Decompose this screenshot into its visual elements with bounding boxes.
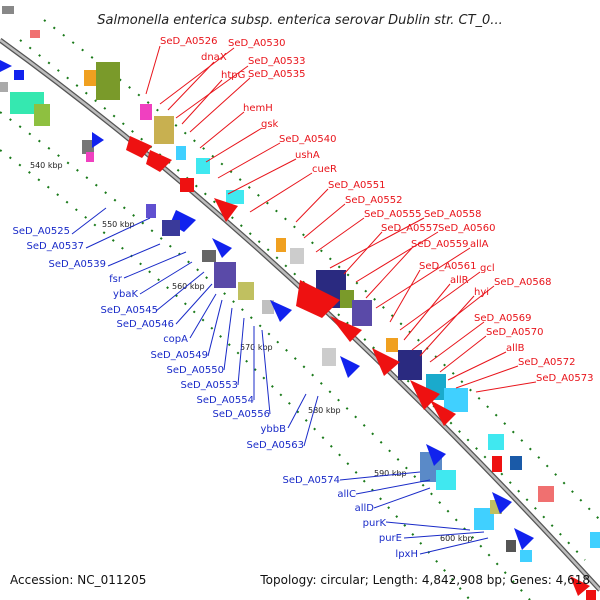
gene-label: SeD_A0560 [438, 223, 496, 234]
gene-label: ushA [295, 150, 320, 161]
gene-label: SeD_A0568 [494, 277, 552, 288]
gene-label: ybbB [261, 424, 287, 435]
leader-lines-plus [145, 45, 537, 393]
gene-label: SeD_A0530 [228, 38, 286, 49]
gene-label: SeD_A0574 [283, 475, 341, 486]
gene-label: gcl [480, 263, 495, 274]
gene-label: SeD_A0570 [486, 327, 544, 338]
gene-label: SeD_A0558 [424, 209, 482, 220]
accession-text: Accession: NC_011205 [10, 573, 146, 587]
gene-label: SeD_A0563 [247, 440, 305, 451]
gene-label: copA [163, 334, 188, 345]
gene-label: SeD_A0540 [279, 134, 337, 145]
gene-label: SeD_A0539 [49, 259, 107, 270]
gene-label: allR [450, 275, 469, 286]
gene-label: SeD_A0546 [117, 319, 175, 330]
scale-ticks: 540 kbp 550 kbp 560 kbp 570 kbp 580 kbp … [30, 161, 473, 543]
tick-label: 550 kbp [102, 220, 135, 229]
gene-label: SeD_A0555 [364, 209, 422, 220]
gene-label: SeD_A0561 [419, 261, 477, 272]
minus-gene-labels: SeD_A0525 SeD_A0537 SeD_A0539 fsr ybaK S… [13, 226, 419, 560]
feature-glyphs [0, 6, 600, 600]
plus-gene-labels: SeD_A0526 SeD_A0530 dnaX SeD_A0533 htpG … [160, 36, 594, 384]
gene-label: SeD_A0551 [328, 180, 386, 191]
gene-label: allA [470, 239, 489, 250]
gene-label: SeD_A0535 [248, 69, 306, 80]
gene-label: purK [363, 518, 387, 529]
tick-label: 540 kbp [30, 161, 63, 170]
gene-label: allB [506, 343, 525, 354]
gene-label: SeD_A0557 [381, 223, 439, 234]
leader-lines-minus [71, 207, 489, 555]
genome-backbone [0, 37, 600, 592]
tick-label: 590 kbp [374, 469, 407, 478]
dotted-tracks [0, 19, 600, 600]
tick-label: 570 kbp [240, 343, 273, 352]
tick-label: 580 kbp [308, 406, 341, 415]
gene-label: hyi [474, 287, 489, 298]
tick-label: 600 kbp [440, 534, 473, 543]
gene-label: SeD_A0526 [160, 36, 218, 47]
gene-label: SeD_A0556 [213, 409, 271, 420]
gene-label: cueR [312, 164, 337, 175]
gene-label: SeD_A0552 [345, 195, 403, 206]
gene-label: SeD_A0559 [411, 239, 469, 250]
gene-label: SeD_A0549 [151, 350, 209, 361]
gene-label: SeD_A0525 [13, 226, 71, 237]
gene-label: SeD_A0554 [197, 395, 255, 406]
gene-label: SeD_A0553 [181, 380, 239, 391]
gene-label: ybaK [113, 289, 138, 300]
gene-label: hemH [243, 103, 273, 114]
gene-label: SeD_A0573 [536, 373, 594, 384]
gene-label: SeD_A0533 [248, 56, 306, 67]
gene-label: SeD_A0550 [167, 365, 225, 376]
map-title: Salmonella enterica subsp. enterica sero… [97, 13, 502, 28]
gene-label: htpG [221, 70, 245, 81]
gene-label: SeD_A0569 [474, 313, 532, 324]
gene-label: fsr [109, 274, 123, 285]
gene-label: SeD_A0545 [101, 305, 159, 316]
gene-label: allD [355, 503, 375, 514]
gene-label: SeD_A0572 [518, 357, 576, 368]
genome-stats-text: Topology: circular; Length: 4,842,908 bp… [259, 573, 590, 587]
gene-label: gsk [261, 119, 279, 130]
tick-label: 560 kbp [172, 282, 205, 291]
gene-label: allC [337, 489, 356, 500]
gene-label: SeD_A0537 [27, 241, 85, 252]
gene-label: lpxH [395, 549, 418, 560]
gene-label: dnaX [201, 52, 227, 63]
gene-label: purE [379, 533, 402, 544]
